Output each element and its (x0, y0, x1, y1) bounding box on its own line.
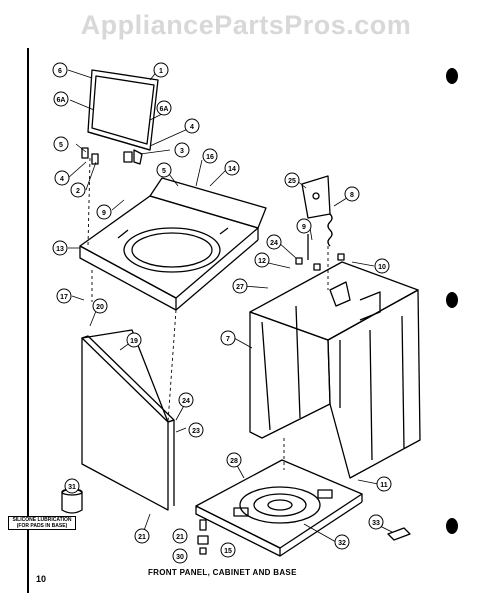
callout-14: 14 (228, 166, 236, 173)
figure-caption: FRONT PANEL, CABINET AND BASE (148, 568, 297, 577)
callout-4-left: 4 (60, 176, 64, 183)
page-number: 10 (36, 574, 47, 584)
page-frame (27, 48, 467, 593)
callout-6: 6 (58, 68, 62, 75)
pad (387, 527, 411, 541)
callout-3: 3 (180, 148, 184, 155)
callout-1: 1 (159, 68, 163, 75)
callout-12: 12 (258, 258, 266, 265)
callout-32: 32 (338, 540, 346, 547)
callout-19: 19 (130, 338, 138, 345)
base (195, 459, 363, 557)
callout-31: 31 (68, 484, 76, 491)
callout-17: 17 (60, 294, 68, 301)
registration-marks (446, 68, 458, 534)
lubrication-note: SILICONE LUBRICATION (FOR PADS IN BASE) (8, 516, 76, 530)
callout-11: 11 (380, 482, 388, 489)
callout-27: 27 (236, 284, 244, 291)
callout-8: 8 (350, 192, 354, 199)
note-line-1: SILICONE LUBRICATION (12, 517, 72, 523)
leveling-foot (197, 519, 209, 555)
callout-13: 13 (56, 246, 64, 253)
callout-10: 9 (102, 210, 106, 217)
callout-2: 2 (76, 188, 80, 195)
callout-21: 20 (96, 304, 104, 311)
callout-15: 15 (224, 548, 232, 555)
callout-6a-right: 6A (160, 106, 169, 113)
callout-4: 4 (190, 124, 194, 131)
callout-28: 28 (230, 458, 238, 465)
front-panel (81, 329, 175, 511)
callout-24-right: 24 (270, 240, 278, 247)
note-line-2: (FOR PADS IN BASE) (16, 523, 68, 529)
watermark: AppliancePartsPros.com (80, 10, 412, 40)
callout-7: 7 (226, 336, 230, 343)
callout-9: 10 (378, 264, 386, 271)
hinge-right (123, 149, 143, 165)
callout-29: 21 (176, 534, 184, 541)
cabinet (249, 261, 421, 479)
callout-20: 21 (138, 534, 146, 541)
callout-5: 5 (59, 142, 63, 149)
callout-10-right: 9 (302, 224, 306, 231)
callout-33: 33 (372, 520, 380, 527)
callout-25: 25 (288, 178, 296, 185)
callout-24: 24 (182, 398, 190, 405)
callout-circles (52, 62, 392, 564)
callout-30: 30 (176, 554, 184, 561)
bracket (301, 175, 331, 219)
lid (87, 69, 159, 151)
callout-5-top: 5 (162, 168, 166, 175)
leader-lines (87, 157, 329, 470)
callout-6a: 6A (57, 97, 66, 104)
callout-16: 16 (206, 154, 214, 161)
callout-23: 23 (192, 428, 200, 435)
